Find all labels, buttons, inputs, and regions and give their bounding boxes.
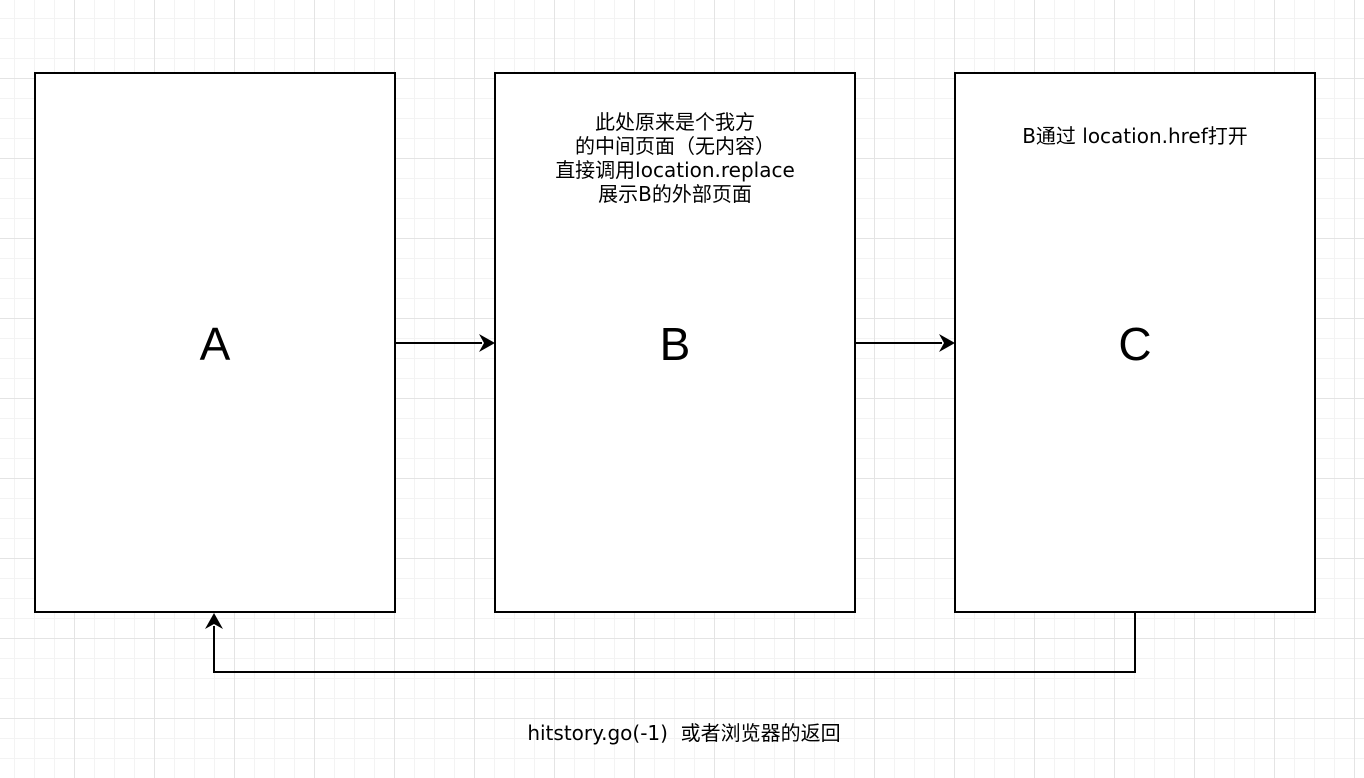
edge-c-to-a — [213, 613, 1136, 673]
node-c-label: C — [1118, 318, 1152, 370]
node-c: B通过 location.href打开 C — [954, 72, 1316, 613]
node-c-note: B通过 location.href打开 — [1022, 124, 1248, 148]
arrowhead-c-to-a — [205, 613, 223, 629]
node-b: 此处原来是个我方 的中间页面（无内容） 直接调用location.replace… — [494, 72, 856, 613]
edge-c-to-a-label: hitstory.go(-1) 或者浏览器的返回 — [527, 721, 841, 745]
arrowhead-b-to-c — [939, 334, 955, 352]
node-a-label: A — [199, 318, 231, 370]
node-b-note: 此处原来是个我方 的中间页面（无内容） 直接调用location.replace… — [555, 110, 795, 206]
arrowhead-a-to-b — [479, 334, 495, 352]
node-b-label: B — [659, 318, 691, 370]
node-a: A — [34, 72, 396, 613]
